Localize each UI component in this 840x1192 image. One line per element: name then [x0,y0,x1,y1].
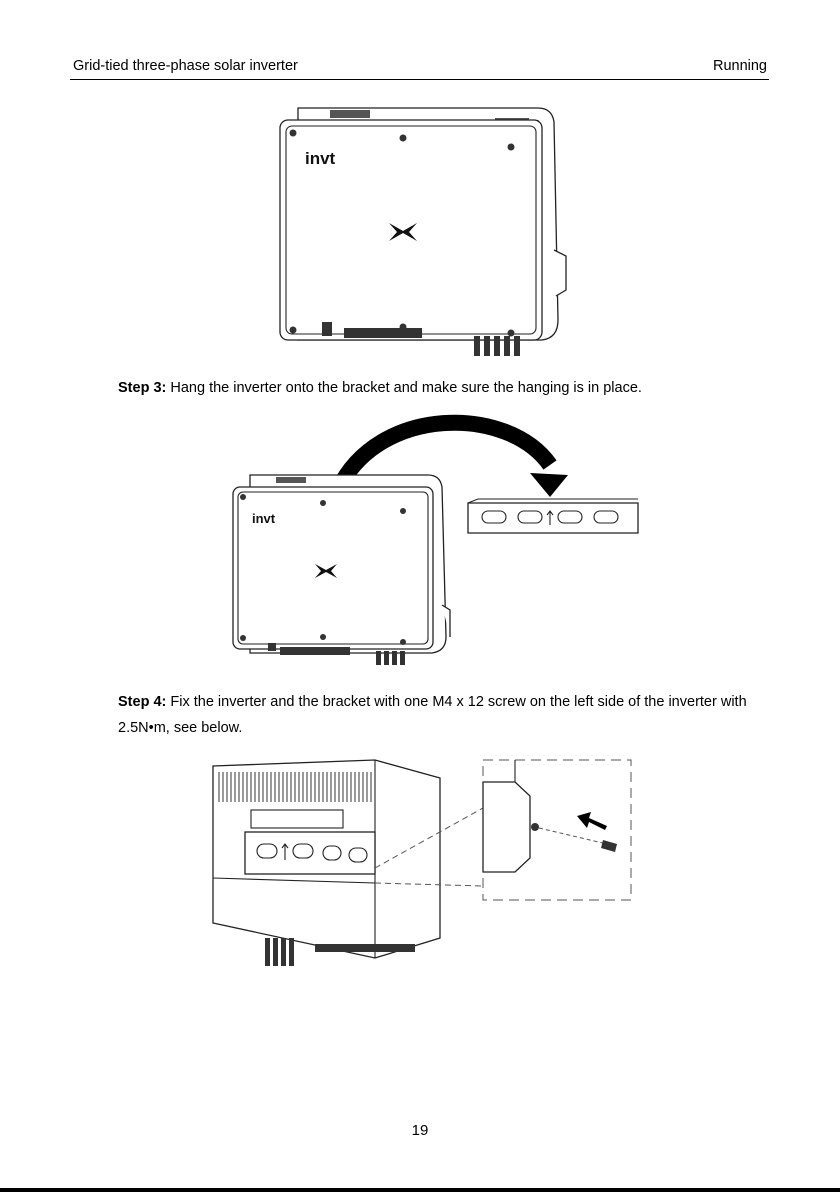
hang-inverter-illustration: invt [228,415,648,670]
step-3-label: Step 3: [118,380,166,396]
step-4-text: Fix the inverter and the bracket with on… [118,694,747,736]
section-title: Running [713,58,767,74]
mounting-bracket [468,499,638,533]
header-divider [70,79,769,80]
screw-icon [601,840,617,852]
step-4-instruction: Step 4: Fix the inverter and the bracket… [118,689,770,741]
brand-logo: invt [252,511,276,526]
inverter-front-illustration: invt [270,100,570,360]
document-title: Grid-tied three-phase solar inverter [73,58,298,74]
step-3-instruction: Step 3: Hang the inverter onto the brack… [118,378,642,398]
footer-divider [0,1188,840,1192]
fix-screw-illustration [205,748,635,978]
step-4-label: Step 4: [118,694,166,710]
page-number: 19 [0,1122,840,1139]
step-3-text: Hang the inverter onto the bracket and m… [166,380,642,396]
brand-logo: invt [305,149,336,168]
direction-arrow-icon [577,812,607,830]
